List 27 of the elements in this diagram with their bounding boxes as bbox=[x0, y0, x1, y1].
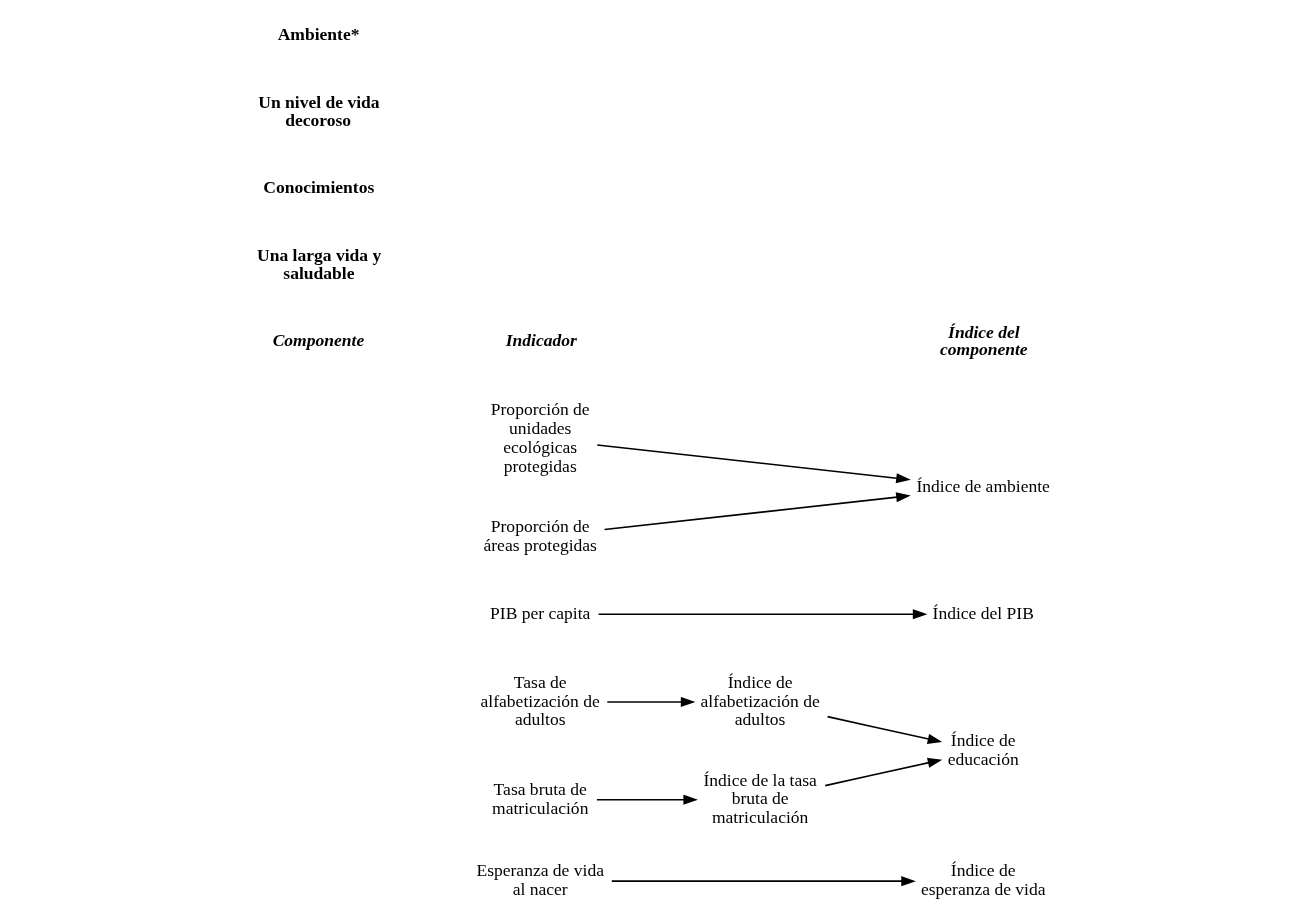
arrow bbox=[826, 715, 942, 744]
node-text: Índice de ambiente bbox=[916, 475, 1050, 496]
label: Indicador bbox=[505, 329, 577, 350]
node-text: Índice de educación bbox=[947, 729, 1019, 769]
node-text: Índice de esperanza de vida bbox=[920, 859, 1045, 899]
node-text: Índice de la tasa bruta de matriculación bbox=[702, 769, 817, 827]
node-text: Índice del PIB bbox=[932, 602, 1034, 623]
label: Componente bbox=[272, 329, 364, 350]
node-text: PIB per capita bbox=[489, 602, 590, 623]
node-text: Índice de alfabetización de adultos bbox=[700, 671, 820, 729]
arrow bbox=[610, 875, 916, 886]
label: Un nivel de vida decoroso bbox=[257, 91, 380, 130]
node-text: Tasa de alfabetización de adultos bbox=[480, 671, 600, 729]
label: Conocimientos bbox=[262, 176, 374, 197]
arrow bbox=[595, 794, 698, 805]
node-text: Proporción de áreas protegidas bbox=[483, 515, 597, 555]
node-text: Esperanza de vida al nacer bbox=[475, 859, 604, 899]
label: Ambiente* bbox=[277, 23, 359, 44]
arrow bbox=[603, 491, 911, 530]
label: Una larga vida y saludable bbox=[256, 244, 381, 283]
arrow bbox=[606, 696, 695, 707]
node-text: Proporción de unidades ecológicas protegidas bbox=[490, 398, 590, 476]
arrow bbox=[823, 757, 942, 786]
arrow bbox=[597, 608, 927, 619]
node-text: Tasa bruta de matriculación bbox=[491, 778, 588, 818]
arrow bbox=[595, 443, 911, 483]
label: Índice del componente bbox=[939, 321, 1028, 359]
